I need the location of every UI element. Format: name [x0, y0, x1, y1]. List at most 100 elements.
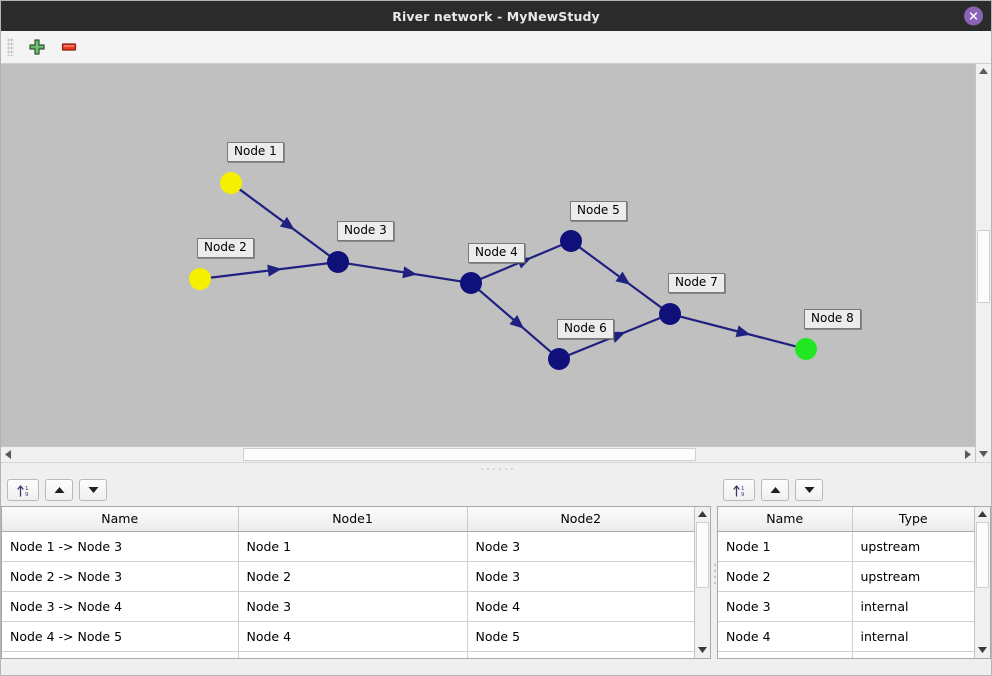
nodes-cell[interactable]: upstream [852, 531, 974, 562]
close-window-button[interactable] [964, 6, 983, 26]
graph-node-node5[interactable] [560, 230, 582, 252]
reaches-move-up-button[interactable] [45, 479, 73, 501]
reaches-cell[interactable]: Node 3 [467, 561, 694, 592]
nodes-move-up-button[interactable] [761, 479, 789, 501]
graph-node-node3[interactable] [327, 251, 349, 273]
horizontal-scroll-thumb[interactable] [242, 448, 696, 461]
reaches-scroll-down-button[interactable] [695, 643, 710, 658]
nodes-cell[interactable]: Node 4 [718, 621, 853, 652]
reaches-cell[interactable]: Node 3 -> Node 4 [2, 591, 239, 622]
nodes-scroll-down-button[interactable] [975, 643, 990, 658]
scroll-down-button[interactable] [976, 447, 991, 462]
graph-node-node8[interactable] [795, 338, 817, 360]
reaches-cell[interactable]: Node 3 [467, 531, 694, 562]
node-label-node5[interactable]: Node 5 [570, 201, 627, 221]
graph-node-node6[interactable] [548, 348, 570, 370]
graph-node-node1[interactable] [220, 172, 242, 194]
nodes-move-down-button[interactable] [795, 479, 823, 501]
reaches-scroll-thumb[interactable] [696, 522, 709, 588]
main-toolbar [1, 31, 991, 64]
node-label-node2[interactable]: Node 2 [197, 238, 254, 258]
river-network-canvas[interactable]: Node 1 Node 2 Node 3 Node 4 Node 5 Node 6 Node… [1, 64, 975, 446]
graph-node-node4[interactable] [460, 272, 482, 294]
reaches-vertical-scrollbar[interactable] [694, 507, 710, 658]
reaches-column-header[interactable]: Name [2, 507, 239, 532]
reaches-cell[interactable]: Node 1 [238, 531, 468, 562]
vertical-splitter[interactable] [711, 474, 717, 675]
horizontal-scroll-track[interactable] [16, 447, 960, 462]
edge-arrowhead [267, 264, 282, 277]
nodes-cell[interactable]: internal [852, 621, 974, 652]
nodes-scroll-thumb[interactable] [976, 522, 989, 588]
diagram-vertical-scrollbar[interactable] [975, 64, 991, 462]
vertical-scroll-track[interactable] [976, 79, 991, 447]
reaches-empty-row[interactable] [2, 651, 694, 658]
reaches-cell[interactable] [467, 651, 694, 658]
nodes-scroll-track[interactable] [975, 522, 990, 643]
graph-node-node2[interactable] [189, 268, 211, 290]
nodes-toolbar: 1 9 [717, 474, 991, 506]
reaches-cell[interactable]: Node 3 [238, 591, 468, 622]
diagram-horizontal-scrollbar[interactable] [1, 446, 975, 462]
nodes-cell[interactable] [718, 651, 853, 658]
nodes-column-header[interactable]: Type [852, 507, 974, 532]
reaches-cell[interactable] [238, 651, 468, 658]
reaches-column-header[interactable]: Node1 [238, 507, 468, 532]
reaches-cell[interactable]: Node 1 -> Node 3 [2, 531, 239, 562]
reaches-cell[interactable]: Node 2 -> Node 3 [2, 561, 239, 592]
scroll-up-button[interactable] [976, 64, 991, 79]
reaches-scroll-track[interactable] [695, 522, 710, 643]
vertical-scroll-thumb[interactable] [977, 229, 990, 304]
edge-arrowhead [402, 266, 418, 279]
nodes-cell[interactable]: Node 2 [718, 561, 853, 592]
nodes-cell[interactable]: upstream [852, 561, 974, 592]
reaches-cell[interactable]: Node 4 [238, 621, 468, 652]
nodes-sort-button[interactable]: 1 9 [723, 479, 755, 501]
remove-node-button[interactable] [58, 36, 80, 58]
horizontal-splitter[interactable] [1, 462, 991, 474]
nodes-empty-row[interactable] [718, 651, 974, 658]
nodes-cell[interactable]: Node 3 [718, 591, 853, 622]
add-node-button[interactable] [26, 36, 48, 58]
reaches-cell[interactable]: Node 5 [467, 621, 694, 652]
chevron-left-icon [5, 450, 11, 459]
node-label-node4[interactable]: Node 4 [468, 243, 525, 263]
nodes-column-header[interactable]: Name [718, 507, 853, 532]
nodes-cell[interactable]: internal [852, 591, 974, 622]
graph-node-node7[interactable] [659, 303, 681, 325]
scroll-right-button[interactable] [960, 447, 975, 462]
reaches-cell[interactable]: Node 4 -> Node 5 [2, 621, 239, 652]
scroll-left-button[interactable] [1, 447, 16, 462]
reaches-cell[interactable]: Node 4 [467, 591, 694, 622]
nodes-scroll-up-button[interactable] [975, 507, 990, 522]
toolbar-drag-grip[interactable] [7, 38, 14, 56]
chevron-down-icon [698, 647, 707, 653]
nodes-vertical-scrollbar[interactable] [974, 507, 990, 658]
node-label-node3[interactable]: Node 3 [337, 221, 394, 241]
node-label-node8[interactable]: Node 8 [804, 309, 861, 329]
node-label-node1[interactable]: Node 1 [227, 142, 284, 162]
nodes-cell[interactable] [852, 651, 974, 658]
node-label-node7[interactable]: Node 7 [668, 273, 725, 293]
reaches-move-down-button[interactable] [79, 479, 107, 501]
reaches-cell[interactable]: Node 2 [238, 561, 468, 592]
reaches-sort-button[interactable]: 1 9 [7, 479, 39, 501]
reaches-scroll-up-button[interactable] [695, 507, 710, 522]
reaches-cell[interactable] [2, 651, 239, 658]
reaches-column-header[interactable]: Node2 [467, 507, 694, 532]
node-label-node6[interactable]: Node 6 [557, 319, 614, 339]
nodes-cell[interactable]: Node 1 [718, 531, 853, 562]
